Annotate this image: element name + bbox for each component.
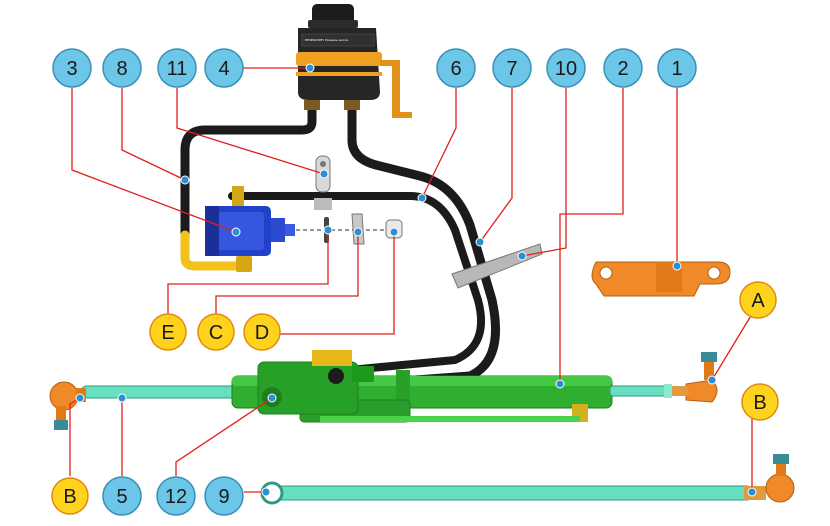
svg-text:8: 8	[116, 58, 127, 80]
callout-dots	[75, 63, 757, 497]
ball-joint-right	[672, 352, 718, 403]
svg-text:12: 12	[165, 486, 187, 508]
reservoir-band	[296, 52, 382, 66]
reservoir-bracket	[380, 60, 412, 118]
svg-text:1: 1	[671, 58, 682, 80]
callout-11: 11	[157, 48, 197, 88]
callout-8: 8	[102, 48, 142, 88]
svg-text:5: 5	[116, 486, 127, 508]
svg-text:E: E	[161, 322, 174, 344]
hose-7	[347, 103, 500, 389]
oil-reservoir: ВНИМАНИЕ! Уровень масла	[296, 4, 412, 118]
reservoir-label	[301, 33, 375, 47]
piston-rod	[609, 385, 671, 397]
svg-text:9: 9	[218, 486, 229, 508]
svg-text:7: 7	[506, 58, 517, 80]
callout-5: 5	[102, 476, 142, 516]
number-callouts: 3 8 11 4 6 7 10 2	[52, 48, 697, 516]
tie-rod-5	[81, 385, 243, 399]
callout-a: A	[739, 281, 777, 319]
callout-c: C	[197, 313, 235, 351]
callout-e: E	[149, 313, 187, 351]
letter-callouts: A B B E C D	[51, 281, 779, 515]
svg-text:3: 3	[66, 58, 77, 80]
callout-1: 1	[657, 48, 697, 88]
svg-text:2: 2	[617, 58, 628, 80]
pump-yellow-pipe	[180, 230, 245, 271]
callout-6: 6	[436, 48, 476, 88]
svg-text:C: C	[209, 322, 223, 344]
ball-joint-left	[49, 381, 86, 430]
steering-cylinder	[231, 350, 613, 423]
mounting-bracket-1	[591, 261, 731, 297]
svg-text:10: 10	[555, 58, 577, 80]
callout-2: 2	[603, 48, 643, 88]
svg-text:D: D	[255, 322, 269, 344]
svg-text:4: 4	[218, 58, 229, 80]
callout-7: 7	[492, 48, 532, 88]
callout-3: 3	[52, 48, 92, 88]
hose-8	[180, 103, 317, 240]
callout-9: 9	[204, 476, 244, 516]
svg-text:A: A	[751, 290, 765, 312]
tie-rod-9	[260, 454, 795, 505]
callout-12: 12	[156, 476, 196, 516]
callout-d: D	[243, 313, 281, 351]
leader-lines	[69, 67, 753, 493]
svg-text:6: 6	[450, 58, 461, 80]
callout-10: 10	[546, 48, 586, 88]
svg-text:B: B	[753, 392, 766, 414]
callout-4: 4	[204, 48, 244, 88]
hose-clamp-11	[314, 155, 332, 210]
reservoir-label-text: ВНИМАНИЕ! Уровень масла	[305, 38, 348, 42]
callout-b-right: B	[741, 383, 779, 421]
callout-b-left: B	[51, 477, 89, 515]
svg-text:B: B	[63, 486, 76, 508]
svg-text:11: 11	[167, 58, 188, 80]
